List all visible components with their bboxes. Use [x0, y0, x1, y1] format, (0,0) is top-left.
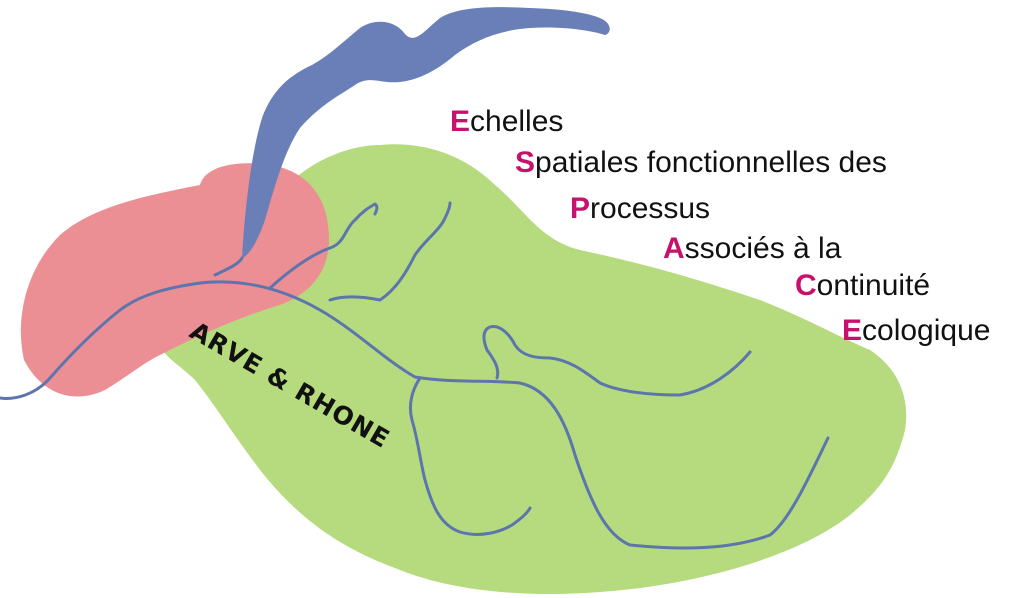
river-tributary-4	[408, 376, 532, 536]
acronym-line-3: Processus	[570, 192, 710, 225]
river-tributary-2	[328, 201, 452, 302]
acronym-line-1: Echelles	[450, 105, 563, 138]
acronym-initial-2: S	[515, 146, 535, 179]
acronym-list: Echelles Spatiales fonctionnelles des Pr…	[450, 105, 990, 347]
river-outlet-lake	[213, 256, 244, 277]
acronym-initial-6: E	[842, 314, 862, 347]
river-main-rhone	[0, 280, 830, 550]
acronym-rest-3: rocessus	[590, 192, 710, 225]
acronym-initial-5: C	[795, 269, 817, 302]
acronym-line-5: Continuité	[795, 269, 930, 302]
river-network	[0, 201, 830, 550]
river-tributary-1	[268, 202, 379, 290]
acronym-initial-4: A	[663, 232, 685, 265]
basin-area	[156, 144, 907, 594]
acronym-line-6: Ecologique	[842, 314, 990, 347]
acronym-rest-6: cologique	[862, 314, 990, 347]
lake-area	[242, 7, 610, 258]
acronym-rest-4: ssociés à la	[685, 232, 842, 265]
acronym-line-4: Associés à la	[663, 232, 842, 265]
acronym-rest-1: chelles	[470, 105, 563, 138]
acronym-rest-2: patiales fonctionnelles des	[535, 146, 887, 179]
acronym-line-2: Spatiales fonctionnelles des	[515, 146, 887, 179]
river-tributary-3	[482, 325, 752, 397]
acronym-rest-5: ontinuité	[817, 269, 930, 302]
acronym-initial-3: P	[570, 192, 590, 225]
acronym-initial-1: E	[450, 105, 470, 138]
